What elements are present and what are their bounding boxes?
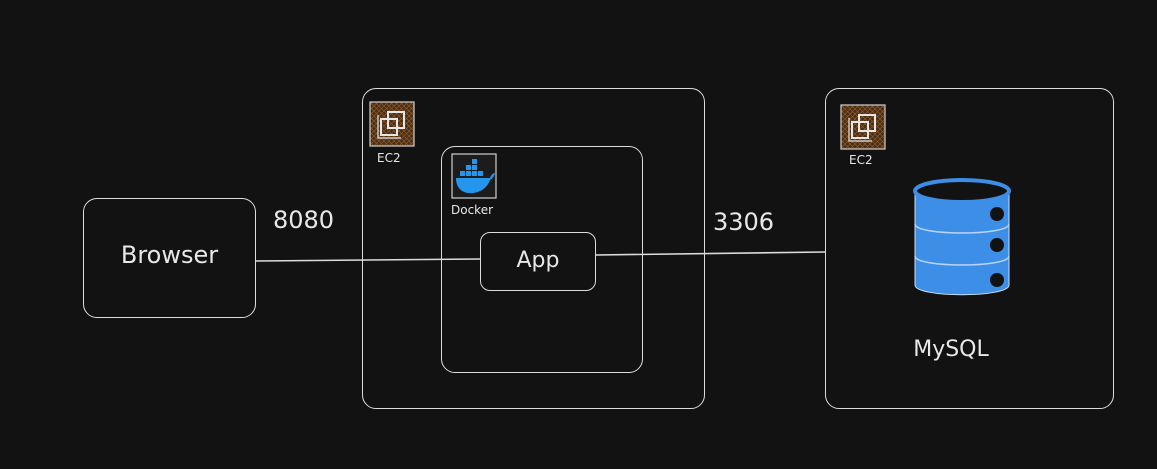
mysql-label: MySQL [913, 337, 989, 362]
port-8080-label: 8080 [273, 206, 335, 234]
ec2-db-label: EC2 [849, 153, 873, 167]
ec2-icon [369, 101, 415, 147]
browser-label: Browser [120, 241, 219, 269]
docker-label: Docker [451, 203, 494, 217]
ec2-db-host [825, 88, 1114, 409]
ec2-icon [840, 104, 886, 150]
docker-container [441, 146, 643, 373]
app-node [480, 232, 596, 291]
ec2-app-label: EC2 [377, 151, 401, 165]
app-mysql-connector [595, 251, 827, 256]
ec2-app-host [362, 88, 705, 409]
docker-icon [451, 153, 497, 199]
app-label: App [516, 248, 560, 273]
database-icon [913, 178, 1011, 296]
browser-app-connector [255, 258, 481, 262]
port-3306-label: 3306 [713, 208, 775, 236]
browser-node [83, 198, 256, 318]
